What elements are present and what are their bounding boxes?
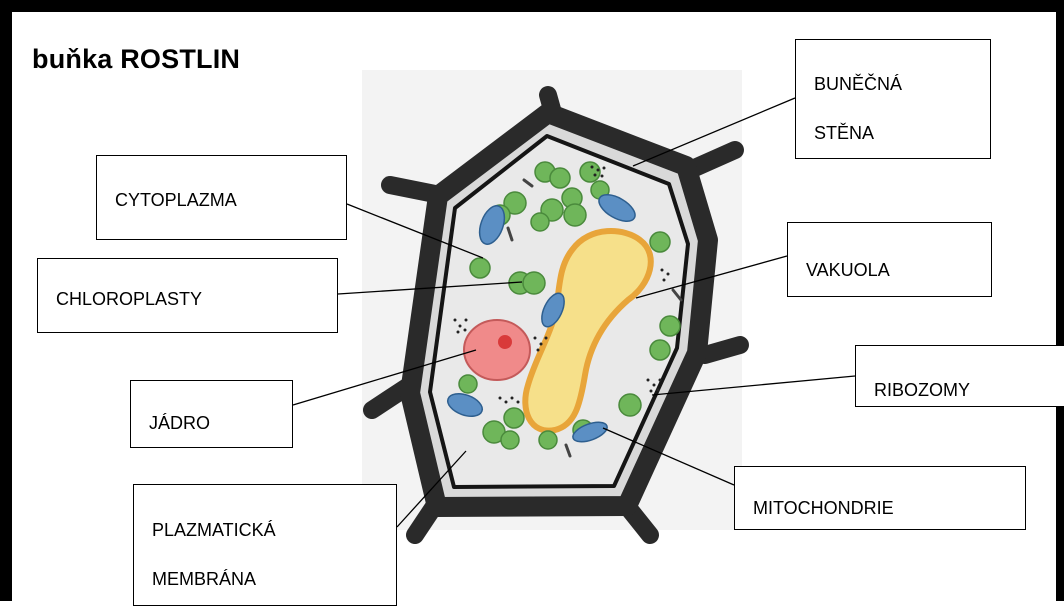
label-plazmaticka-line2: MEMBRÁNA	[152, 569, 256, 590]
label-vakuola-text: VAKUOLA	[806, 260, 890, 281]
label-cytoplazma-text: CYTOPLAZMA	[115, 190, 237, 211]
label-bunecna-stena-line2: STĚNA	[814, 123, 874, 144]
label-jadro: JÁDRO	[130, 380, 293, 448]
label-vakuola: VAKUOLA	[787, 222, 992, 297]
label-jadro-text: JÁDRO	[149, 413, 210, 434]
label-ribozomy-text: RIBOZOMY	[874, 380, 970, 401]
label-chloroplasty: CHLOROPLASTY	[37, 258, 338, 333]
label-cytoplazma: CYTOPLAZMA	[96, 155, 347, 240]
label-bunecna-stena: BUNĚČNÁ STĚNA	[795, 39, 991, 159]
label-mitochondrie: MITOCHONDRIE	[734, 466, 1026, 530]
label-bunecna-stena-line1: BUNĚČNÁ	[814, 74, 902, 95]
label-chloroplasty-text: CHLOROPLASTY	[56, 289, 202, 310]
label-mitochondrie-text: MITOCHONDRIE	[753, 498, 894, 519]
label-ribozomy: RIBOZOMY	[855, 345, 1064, 407]
label-plazmaticka-line1: PLAZMATICKÁ	[152, 520, 276, 541]
label-plazmaticka-membrana: PLAZMATICKÁ MEMBRÁNA	[133, 484, 397, 606]
